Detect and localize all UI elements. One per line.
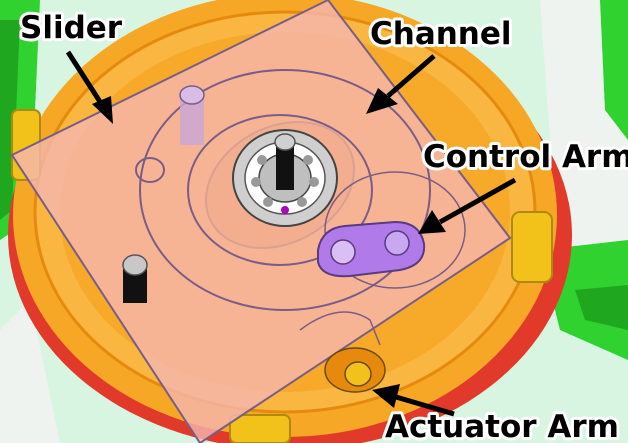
label-actuator-arm: Actuator Arm bbox=[385, 409, 619, 443]
control-arm-arrowhead bbox=[418, 210, 446, 234]
actuator-arm-arrow bbox=[395, 394, 455, 417]
center-bearing bbox=[232, 129, 338, 227]
label-control-arm: Control Arm bbox=[423, 139, 628, 175]
label-slider: Slider bbox=[20, 10, 123, 46]
slider-arrow bbox=[65, 50, 107, 110]
control-arm-pivot-circle bbox=[324, 171, 466, 289]
channel-circle-outer bbox=[139, 69, 431, 311]
control-arm bbox=[317, 220, 426, 278]
callout-arrows bbox=[65, 50, 517, 417]
control-arm-arrow bbox=[438, 177, 517, 225]
background-panel-left bbox=[0, 300, 60, 443]
black-pin bbox=[122, 254, 148, 303]
actuator-arm bbox=[299, 311, 386, 393]
yellow-bearing-bottom bbox=[229, 414, 291, 443]
channel-circle-inner bbox=[187, 114, 373, 266]
lavender-pin bbox=[179, 85, 205, 145]
channel-arrow bbox=[386, 54, 436, 98]
channel-arrowhead bbox=[366, 88, 398, 114]
slider-arrowhead bbox=[92, 96, 113, 124]
plate-hole-left bbox=[135, 157, 165, 183]
yellow-bearing-right bbox=[511, 211, 553, 283]
actuator-arm-arrowhead bbox=[372, 384, 400, 408]
label-channel: Channel bbox=[370, 16, 512, 52]
